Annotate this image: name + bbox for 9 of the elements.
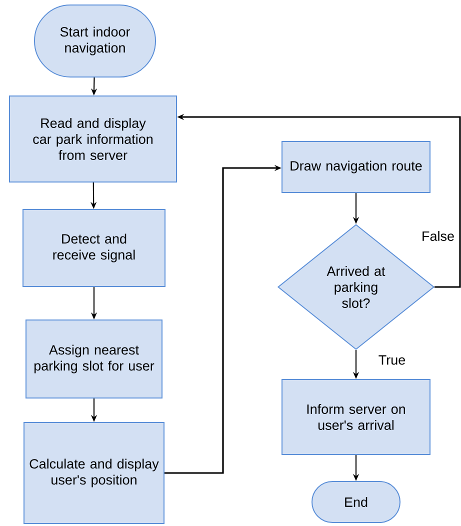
process-box: Read and display car park information from server — [9, 96, 177, 182]
process-box: Calculate and display user's position — [24, 422, 164, 524]
end-terminal: End — [312, 481, 400, 523]
process-box: Draw navigation route — [282, 141, 430, 193]
process-box: Inform server on user's arrival — [282, 379, 430, 455]
edge-label: True — [377, 354, 407, 366]
process-box: Detect and receive signal — [22, 209, 166, 287]
process-box: Assign nearest parking slot for user — [26, 320, 162, 398]
start-terminal: Start indoor navigation — [34, 4, 156, 78]
